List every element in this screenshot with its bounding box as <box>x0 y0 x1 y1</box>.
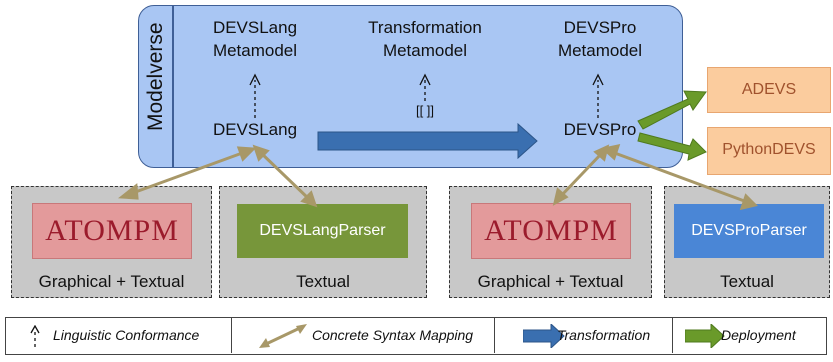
legend-syntax-icon <box>259 324 307 348</box>
atompm-left-logo: ATOMPM <box>32 203 192 259</box>
atompm-right-logo: ATOMPM <box>471 203 631 259</box>
devslang-metamodel-line1: DEVSLang <box>212 18 298 37</box>
adevs-target: ADEVS <box>707 67 831 113</box>
conformance-arrow-transformation <box>419 73 431 101</box>
legend-syntax-text: Concrete Syntax Mapping <box>312 327 474 343</box>
devspro-metamodel-line2: Metamodel <box>557 41 643 60</box>
legend-conformance-text: Linguistic Conformance <box>53 327 200 343</box>
devspro-model: DEVSPro <box>563 120 637 139</box>
legend-cell-transformation: Transformation <box>495 318 673 353</box>
transformation-arrow <box>317 122 538 160</box>
devslang-metamodel: DEVSLang Metamodel <box>190 16 320 62</box>
legend-conformance-icon <box>30 325 40 347</box>
atompm-left-label: Graphical + Textual <box>38 272 185 291</box>
legend-cell-conformance: Linguistic Conformance <box>6 318 232 353</box>
legend-cell-syntax: Concrete Syntax Mapping <box>232 318 495 353</box>
transformation-metamodel: Transformation Metamodel <box>350 16 500 62</box>
atompm-right-logo-text: ATOMPM <box>484 214 618 247</box>
modelverse-divider <box>172 6 174 167</box>
legend-transformation-text: Transformation <box>557 327 651 343</box>
devspro-metamodel: DEVSPro Metamodel <box>535 16 665 62</box>
legend-cell-deployment: Deployment <box>673 318 825 353</box>
devslang-parser-box: DEVSLangParser <box>237 204 408 258</box>
conformance-arrow-devslang <box>249 73 261 118</box>
devspro-parser-box: DEVSProParser <box>674 204 824 258</box>
legend: Linguistic Conformance Concrete Syntax M… <box>5 317 827 355</box>
devslang-parser-label: Textual <box>296 272 350 291</box>
deployment-arrow-adevs <box>637 90 707 130</box>
devspro-metamodel-line1: DEVSPro <box>563 18 637 37</box>
atompm-left-logo-text: ATOMPM <box>45 214 179 247</box>
devspro-parser-label: Textual <box>720 272 774 291</box>
transformation-label: [[ ]] <box>415 103 435 118</box>
legend-transformation-icon <box>523 324 565 348</box>
atompm-right-label: Graphical + Textual <box>477 272 624 291</box>
deployment-arrow-pythondevs <box>637 132 707 161</box>
conformance-arrow-devspro <box>592 73 604 118</box>
legend-deployment-text: Deployment <box>721 327 796 343</box>
pythondevs-target: PythonDEVS <box>707 127 831 175</box>
syntax-mapping-arrows <box>117 143 758 211</box>
devslang-metamodel-line2: Metamodel <box>212 41 298 60</box>
transformation-metamodel-line1: Transformation <box>368 18 482 37</box>
transformation-metamodel-line2: Metamodel <box>382 41 468 60</box>
legend-deployment-icon <box>685 324 725 348</box>
devslang-model: DEVSLang <box>212 120 298 139</box>
